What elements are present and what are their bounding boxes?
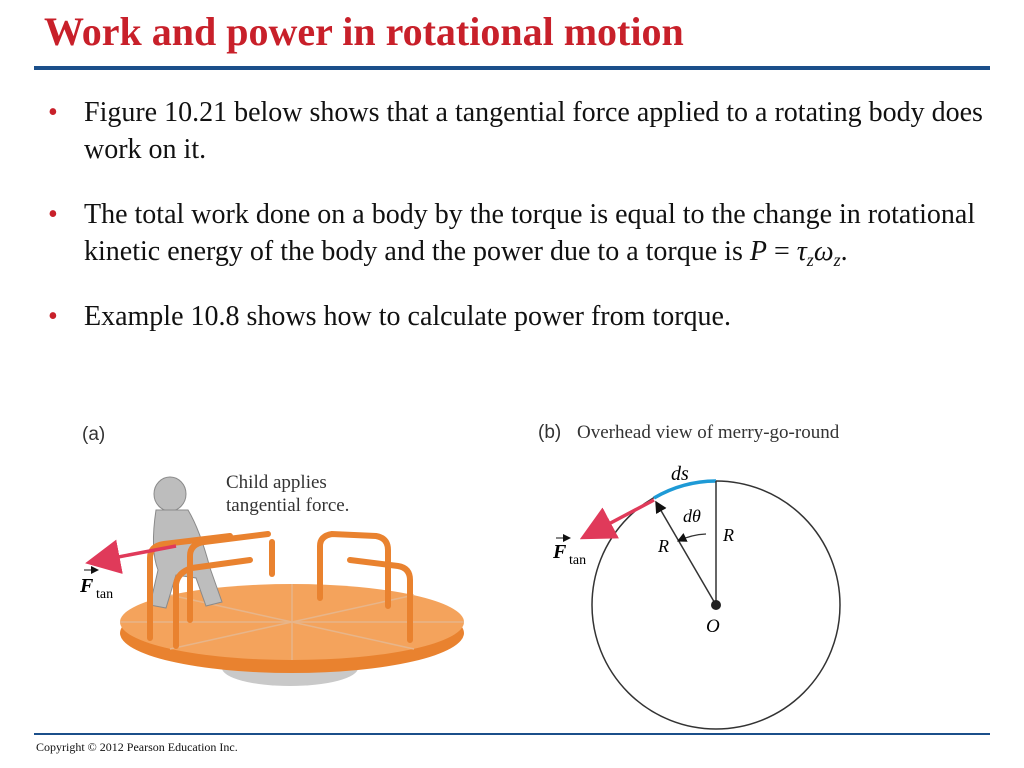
panel-b: (b) Overhead view of merry-go-round ds d…: [538, 422, 841, 730]
title-divider: [34, 66, 990, 70]
center-point: [711, 600, 721, 610]
slide-title: Work and power in rotational motion: [44, 9, 684, 54]
force-label: F: [552, 541, 567, 563]
force-label: F: [79, 575, 94, 597]
bullet-item: • Figure 10.21 below shows that a tangen…: [44, 94, 994, 168]
radius-label: R: [722, 525, 734, 545]
force-arrow: [579, 498, 655, 540]
platform-sections: [120, 584, 464, 660]
bullet-item: • Example 10.8 shows how to calculate po…: [44, 298, 994, 335]
bullet-item: • The total work done on a body by the t…: [44, 196, 994, 270]
panel-a-label: (a): [82, 424, 105, 445]
bullet-marker: •: [48, 199, 58, 230]
bullet-text: The total work done on a body by the tor…: [84, 199, 976, 267]
bullet-marker: •: [48, 301, 58, 332]
panel-b-label: (b): [538, 422, 561, 443]
dtheta-arc: [676, 533, 707, 542]
panel-a-caption: tangential force.: [226, 495, 349, 516]
bullet-text: Figure 10.21 below shows that a tangenti…: [84, 97, 983, 165]
ds-label: ds: [671, 463, 689, 485]
panel-b-title: Overhead view of merry-go-round: [577, 422, 840, 443]
power-formula: P = τzωz.: [749, 236, 848, 270]
panel-a-caption: Child applies: [226, 472, 327, 493]
force-subscript: tan: [569, 553, 586, 568]
bullet-marker: •: [48, 97, 58, 128]
handle-bars: [147, 530, 413, 649]
child-figure: [149, 476, 223, 609]
bullet-list: • Figure 10.21 below shows that a tangen…: [44, 94, 994, 363]
radius-line: [655, 500, 717, 606]
copyright-text: Copyright © 2012 Pearson Education Inc.: [36, 740, 238, 754]
arc-ds: [653, 479, 717, 500]
radius-label: R: [657, 536, 669, 556]
force-arrow: [85, 539, 177, 574]
center-label: O: [706, 616, 720, 637]
panel-a: (a) Child applies tangential force.: [79, 424, 464, 686]
bullet-text: Example 10.8 shows how to calculate powe…: [84, 301, 731, 332]
force-subscript: tan: [96, 587, 113, 602]
dtheta-label: dθ: [683, 506, 701, 526]
figure-10-21: (a) Child applies tangential force.: [79, 422, 841, 730]
footer-divider: [34, 733, 990, 735]
